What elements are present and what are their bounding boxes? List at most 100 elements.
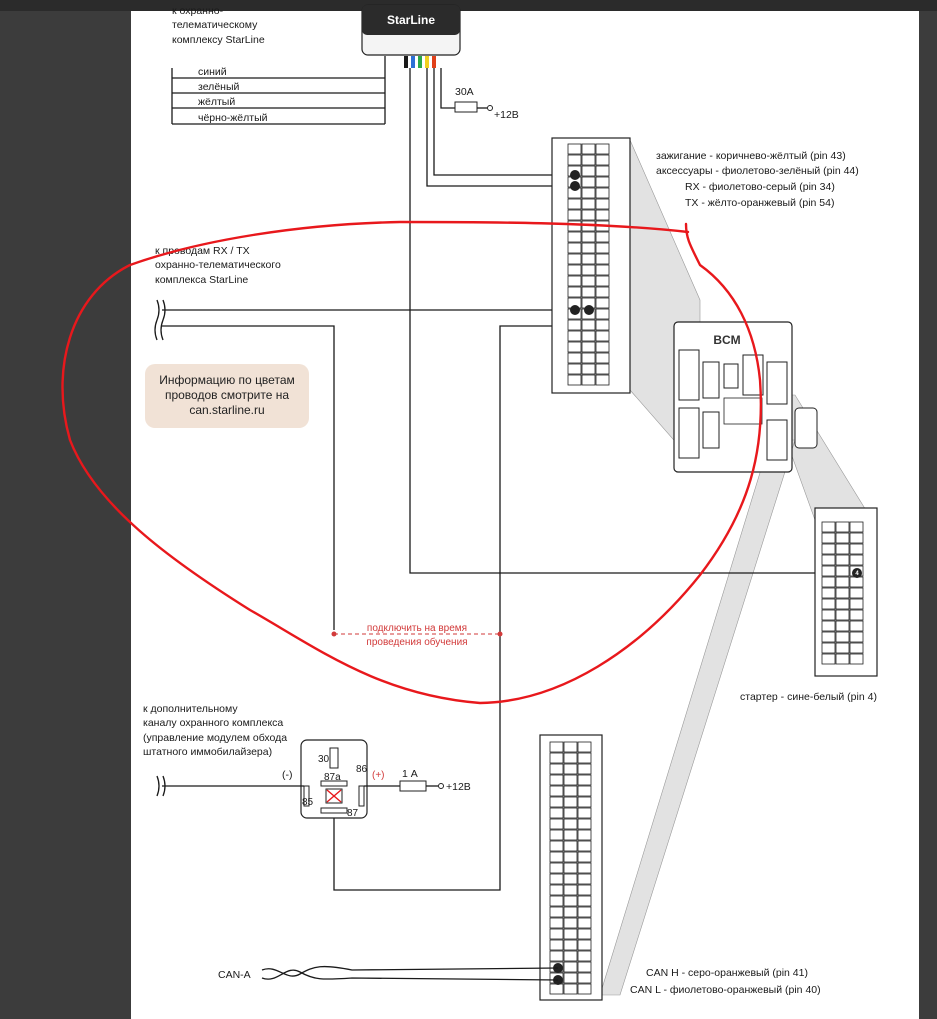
connector-cell — [563, 774, 578, 786]
connector-cell — [549, 928, 564, 940]
starter-pin-number: 4 — [855, 571, 859, 577]
connector-cell — [821, 631, 836, 643]
learning-link — [331, 631, 503, 637]
connector-cell — [581, 363, 596, 375]
connector-cell — [581, 352, 596, 364]
connector-cell — [849, 521, 864, 533]
connector-cell — [549, 983, 564, 995]
connector-cell — [563, 763, 578, 775]
relay-plus-label: (+) — [372, 770, 385, 781]
connector-cell — [577, 741, 592, 753]
connector-cell — [577, 972, 592, 984]
connector-cell — [595, 286, 610, 298]
can-twisted-pair — [261, 965, 559, 981]
connector-cell — [821, 620, 836, 632]
connector-cell — [595, 264, 610, 276]
info-line-1: Информацию по цветам — [159, 373, 295, 387]
connector-cell — [835, 543, 850, 555]
rxtx-note-2: охранно-телематического — [155, 259, 281, 271]
connector-cell — [549, 829, 564, 841]
connector-cell — [581, 154, 596, 166]
connector-cell — [577, 895, 592, 907]
connector-cell — [821, 642, 836, 654]
starline-module: StarLine — [361, 4, 461, 56]
connector-cell — [549, 895, 564, 907]
connector-cell — [581, 275, 596, 287]
connector-cell — [577, 873, 592, 885]
connector-cell — [567, 275, 582, 287]
connector-cell — [849, 554, 864, 566]
connector-cell — [567, 286, 582, 298]
wire-green-label: зелёный — [198, 81, 239, 93]
connector-cell — [849, 532, 864, 544]
connector-cell — [595, 363, 610, 375]
connector-cell — [595, 319, 610, 331]
connector-cell — [563, 895, 578, 907]
connector-cell — [835, 521, 850, 533]
connector-cell — [821, 565, 836, 577]
relay-terminal-87a: 87a — [324, 772, 341, 783]
connector-cell — [849, 620, 864, 632]
connector-cell — [835, 609, 850, 621]
info-line-2: проводов смотрите на — [165, 388, 289, 402]
connector-cell — [567, 143, 582, 155]
connector-cell — [849, 598, 864, 610]
connector-cell — [549, 939, 564, 951]
connector-cell — [563, 884, 578, 896]
rxtx-note-3: комплекса StarLine — [155, 274, 248, 286]
connector-cell — [549, 906, 564, 918]
connector-cell — [567, 242, 582, 254]
connector-cell — [567, 341, 582, 353]
power-fuse — [440, 68, 493, 113]
connector-cell — [549, 752, 564, 764]
bcm-connector-top — [551, 137, 631, 394]
document-page — [131, 11, 919, 1019]
rxtx-note-1: к проводам RX / TX — [155, 245, 250, 257]
bcm-pin-rx-label: RX - фиолетово-серый (pin 34) — [685, 181, 835, 193]
connector-cell — [821, 653, 836, 665]
connector-cell — [835, 554, 850, 566]
connector-cell — [563, 961, 578, 973]
bcm-pin-34-54 — [570, 305, 594, 315]
connector-cell — [563, 818, 578, 830]
can-bus-label: CAN-A — [218, 969, 251, 981]
connector-cell — [563, 906, 578, 918]
wire-yellow-label: жёлтый — [198, 96, 235, 108]
connector-cell — [567, 352, 582, 364]
starline-caption-1: к охранно- — [172, 5, 224, 17]
can-h-label: CAN H - серо-оранжевый (pin 41) — [646, 967, 808, 979]
connector-cell — [849, 576, 864, 588]
connector-cell — [821, 543, 836, 555]
connector-cell — [577, 774, 592, 786]
connector-cell — [595, 176, 610, 188]
connector-cell — [849, 609, 864, 621]
wire-black-yellow-label: чёрно-жёлтый — [198, 112, 268, 124]
connector-cell — [849, 631, 864, 643]
connector-cell — [577, 862, 592, 874]
connector-cell — [581, 165, 596, 177]
connector-cell — [581, 198, 596, 210]
connector-cell — [567, 319, 582, 331]
bcm-pin-43-44 — [570, 170, 580, 191]
connector-cell — [835, 653, 850, 665]
connector-cell — [595, 330, 610, 342]
connector-cell — [581, 209, 596, 221]
relay-caption-3: (управление модулем обхода — [143, 732, 287, 744]
connector-cell — [549, 785, 564, 797]
connector-cell — [577, 840, 592, 852]
connector-cell — [595, 253, 610, 265]
connector-cell — [595, 242, 610, 254]
wire-break-rxtx — [154, 299, 166, 341]
connector-cell — [835, 631, 850, 643]
connector-cell — [563, 950, 578, 962]
relay-terminal-87: 87 — [347, 808, 359, 819]
connector-cell — [577, 983, 592, 995]
relay-minus-label: (-) — [282, 769, 293, 781]
connector-cell — [567, 264, 582, 276]
connector-cell — [821, 576, 836, 588]
connector-cell — [581, 242, 596, 254]
connector-cell — [821, 532, 836, 544]
connector-cell — [581, 187, 596, 199]
connector-cell — [581, 286, 596, 298]
relay-caption-1: к дополнительному — [143, 703, 238, 715]
